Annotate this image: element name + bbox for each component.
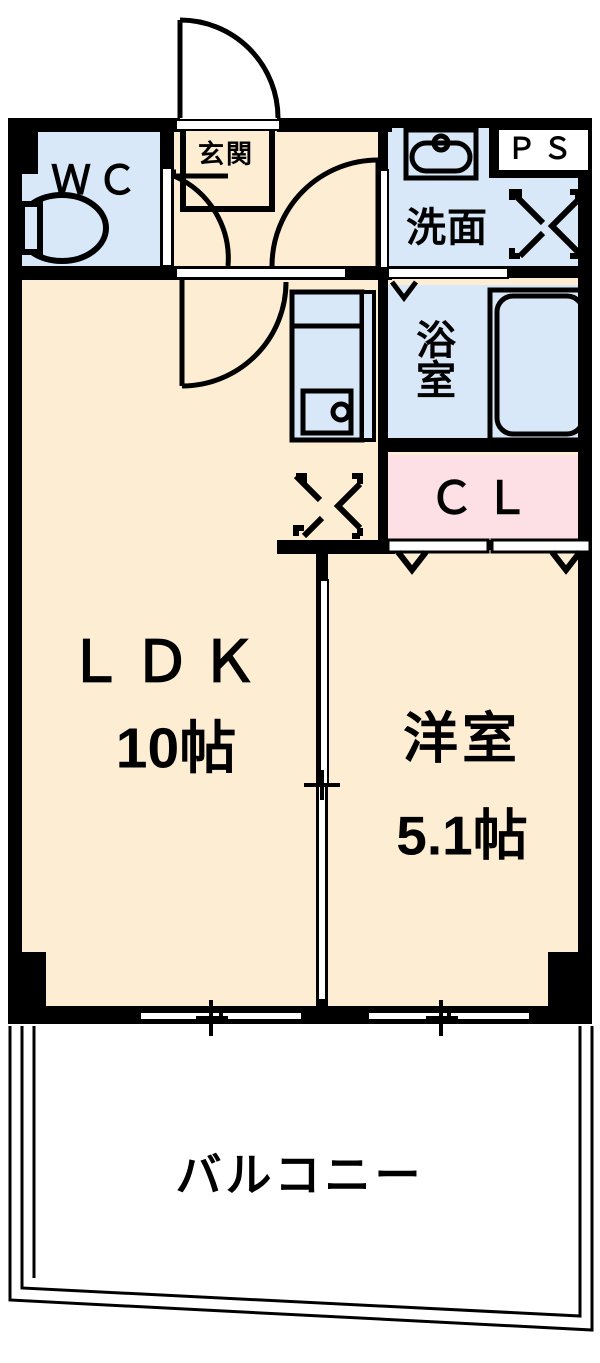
closet-doors: [386, 538, 592, 575]
ldk-door: [179, 280, 289, 389]
room-label-senmen: 洗面: [406, 206, 488, 250]
room-size-yoshitsu: 5.1帖: [396, 804, 528, 867]
toilet-bowl: [15, 192, 109, 264]
closet-arrow-left: [395, 550, 429, 575]
floor-fill-cl: [385, 455, 592, 545]
wall-wc-bottom: [8, 266, 174, 280]
sliding-panel-lower: [317, 784, 327, 1001]
ldk-window: [139, 1000, 303, 1036]
windows: [139, 1000, 531, 1036]
vanity-sink: [403, 127, 479, 181]
wall-kitchen-right: [378, 278, 388, 548]
wall-ps-left: [489, 126, 497, 178]
room-label-wc: ＷＣ: [51, 159, 143, 203]
sliding-panel-upper: [319, 579, 329, 786]
hall-door: [269, 157, 381, 267]
wall-right: [578, 118, 592, 958]
room-label-yokushitsu: 浴室: [410, 319, 454, 399]
wall-left: [8, 168, 22, 958]
closet-door-left: [386, 538, 490, 554]
closet-arrow-right: [549, 550, 583, 575]
wc-door: [173, 173, 231, 267]
closet-door-right: [490, 538, 592, 554]
balcony-outline: [8, 1026, 594, 1332]
wc-threshold: [161, 167, 173, 267]
bath-door-arrow: [390, 280, 418, 303]
room-sliding-door: [304, 579, 340, 1001]
room-size-ldk: 10帖: [115, 716, 237, 781]
ps-box: [495, 126, 592, 174]
wall-top-mid: [277, 118, 392, 132]
bathtub: [487, 287, 591, 443]
entrance-threshold: [175, 119, 281, 131]
genkan-step-left: [180, 126, 186, 212]
genkan-step-right: [269, 126, 275, 212]
washroom-folding-door: [509, 189, 581, 259]
bath-folding-door: [293, 473, 363, 539]
wall-top-left: [8, 118, 180, 132]
hall-threshold: [175, 267, 347, 279]
wall-top-right: [385, 118, 592, 128]
swing-doors: [173, 17, 381, 389]
room-label-genkan: 玄関: [197, 139, 255, 169]
bath-threshold: [387, 267, 509, 279]
room-label-ldk: ＬＤＫ: [66, 630, 268, 695]
room-label-ps: ＰＳ: [506, 133, 580, 166]
yoshitsu-window: [367, 1000, 531, 1036]
room-label-cl: ＣＬ: [428, 472, 540, 524]
floor-fill-balcony: [10, 1030, 590, 1320]
door-openings: [161, 119, 509, 279]
wall-wc-top-notch: [8, 118, 38, 174]
folding-door-symbols: [293, 189, 581, 539]
room-label-balcony: バルコニー: [175, 1149, 425, 1201]
genkan-step-bottom: [180, 206, 275, 212]
entrance-door: [177, 17, 281, 119]
wall-partition-stub: [277, 540, 395, 554]
senmen-threshold: [379, 169, 389, 269]
kitchen-sink: [300, 388, 354, 436]
kitchen-counter: [289, 289, 376, 443]
room-label-yoshitsu: 洋室: [402, 707, 522, 770]
